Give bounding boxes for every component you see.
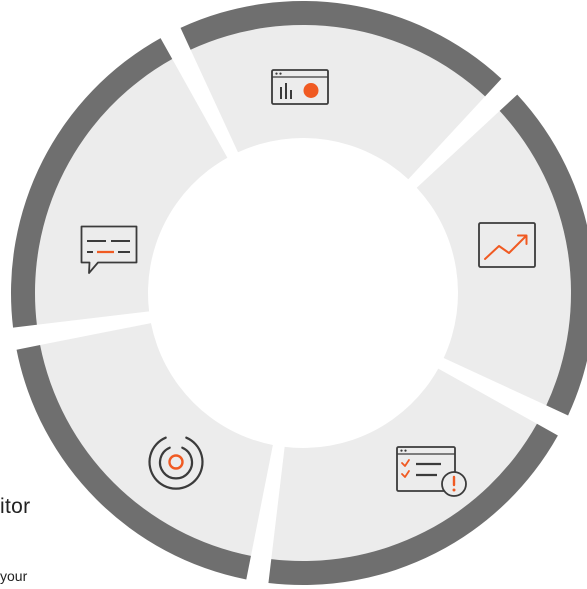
segment-body xyxy=(190,25,486,180)
chat-message-icon xyxy=(80,225,138,274)
target-radar-icon xyxy=(148,436,204,490)
segment-outer-band xyxy=(10,38,173,328)
segment-lower-right xyxy=(268,368,558,586)
segment-top xyxy=(180,0,502,180)
partial-feature-description: your xyxy=(0,568,28,584)
trend-up-chart-icon xyxy=(478,222,536,268)
segment-lower-left xyxy=(16,323,273,580)
segment-outer-band xyxy=(180,0,502,97)
segment-outer-band xyxy=(499,94,587,416)
segment-upper-left xyxy=(10,38,228,328)
segment-outer-band xyxy=(16,345,251,580)
partial-feature-title: itor xyxy=(0,495,31,518)
segment-upper-right xyxy=(416,94,587,416)
segment-body xyxy=(416,110,571,406)
checklist-alert-icon xyxy=(396,446,467,497)
dashboard-chart-record-icon xyxy=(271,69,329,105)
segment-outer-band xyxy=(268,423,558,586)
segment-body xyxy=(35,59,228,325)
segment-body xyxy=(40,323,273,556)
